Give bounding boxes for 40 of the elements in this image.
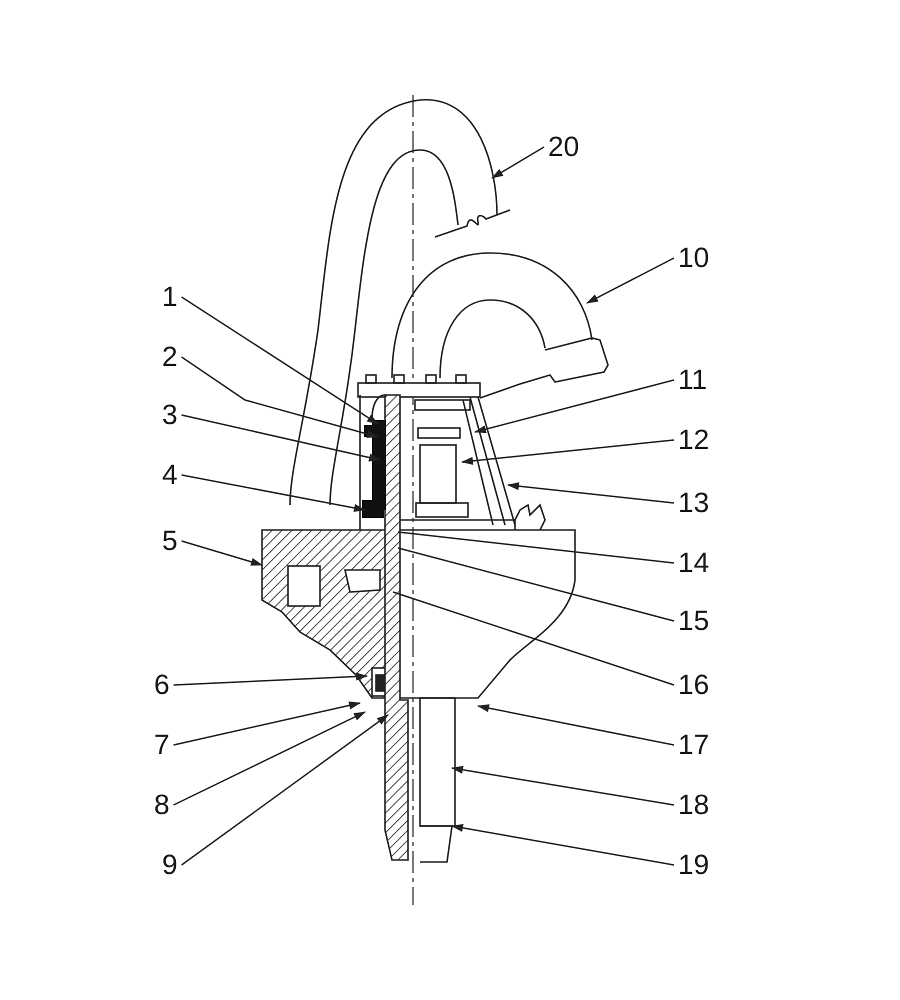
leader-line [181, 540, 263, 566]
leader-line [181, 474, 366, 512]
leader-line [461, 439, 674, 465]
callout-number: 18 [678, 791, 710, 819]
leader-line [451, 824, 674, 866]
callout-number: 11 [678, 366, 708, 394]
callout-number: 2 [162, 343, 178, 371]
callout-number: 15 [678, 607, 710, 635]
leader-line [477, 704, 674, 746]
leader-line [173, 711, 366, 806]
leader-line [451, 766, 674, 806]
leader-line [507, 482, 674, 504]
callout-number: 20 [548, 133, 580, 161]
leader-line [181, 414, 381, 462]
callout-number: 7 [154, 731, 170, 759]
callout-number: 9 [162, 851, 178, 879]
callout-number: 19 [678, 851, 710, 879]
callout-number: 10 [678, 244, 710, 272]
leader-line [181, 714, 389, 866]
callout-number: 13 [678, 489, 710, 517]
leader-line [398, 531, 674, 564]
callout-number: 1 [162, 283, 178, 311]
callout-number: 8 [154, 791, 170, 819]
callout-number: 16 [678, 671, 710, 699]
leader-line [491, 146, 544, 179]
callout-number: 17 [678, 731, 710, 759]
leader-line [392, 591, 674, 686]
callout-number: 4 [162, 461, 178, 489]
leader-line [173, 702, 361, 746]
callout-number: 14 [678, 549, 710, 577]
leader-line [586, 257, 674, 304]
callout-number: 6 [154, 671, 170, 699]
callout-number: 3 [162, 401, 178, 429]
callout-number: 5 [162, 527, 178, 555]
leader-line [474, 379, 674, 434]
leader-line [181, 296, 379, 425]
leader-line [174, 672, 368, 686]
leader-line [181, 356, 379, 438]
callout-number: 12 [678, 426, 710, 454]
leader-line [398, 547, 674, 622]
